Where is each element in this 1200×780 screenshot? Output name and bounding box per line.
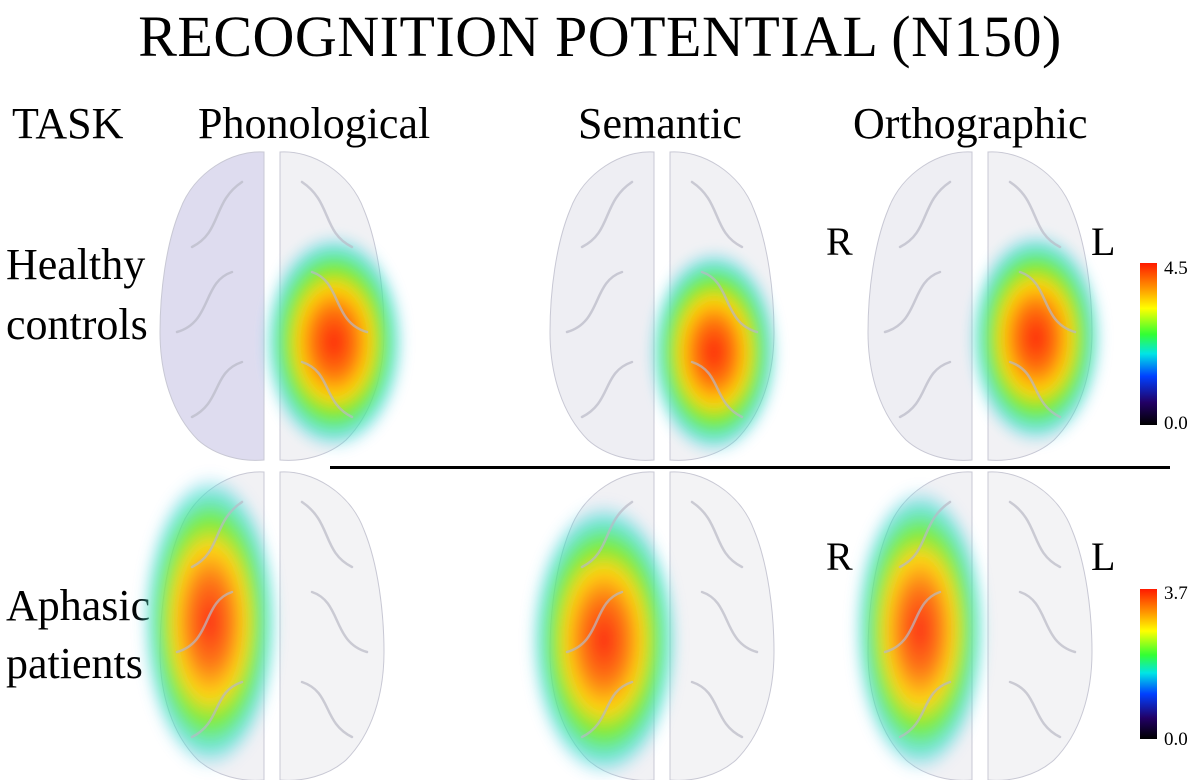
colorbar-healthy-min: 0.0: [1164, 413, 1188, 434]
brain-aphasic-semantic: [528, 471, 775, 780]
colorbar-healthy: [1140, 263, 1157, 425]
hemisphere-label-right-bottom: R: [826, 534, 853, 579]
brain-healthy-semantic: [549, 151, 780, 461]
colorbar-aphasic-max: 3.7: [1164, 583, 1188, 604]
task-label: TASK: [12, 99, 124, 148]
row-label-healthy-line1: Healthy: [6, 240, 146, 289]
column-header-phonological: Phonological: [198, 99, 431, 148]
row-label-aphasic-line1: Aphasic: [6, 581, 151, 630]
figure-title: RECOGNITION POTENTIAL (N150): [138, 4, 1062, 69]
row-label-aphasic-line2: patients: [6, 639, 143, 688]
colorbar-aphasic: [1140, 589, 1157, 739]
brain-aphasic-orthographic: [852, 471, 1093, 780]
brain-healthy-phonological: [159, 151, 406, 461]
column-header-orthographic: Orthographic: [853, 99, 1088, 148]
brain-aphasic-phonological: [140, 471, 385, 780]
hemisphere-label-right-top: R: [826, 219, 853, 264]
hemisphere-label-left-top: L: [1091, 219, 1116, 264]
colorbar-aphasic-min: 0.0: [1164, 729, 1188, 750]
colorbar-healthy-max: 4.5: [1164, 258, 1188, 279]
hemisphere-label-left-bottom: L: [1091, 534, 1116, 579]
column-header-semantic: Semantic: [578, 99, 742, 148]
row-label-healthy-line2: controls: [6, 300, 148, 349]
brain-healthy-orthographic: [867, 151, 1104, 461]
row-separator: [330, 466, 1170, 469]
